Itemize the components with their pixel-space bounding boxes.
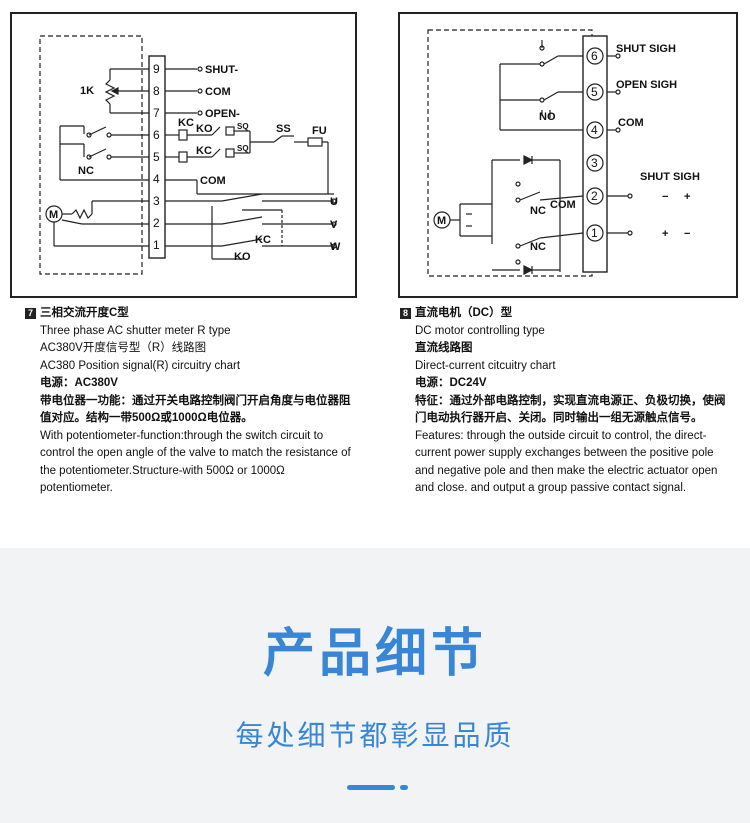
dc-label-nc1: NC <box>530 205 546 217</box>
ac-heading-text: 三相交流开度C型 <box>40 307 129 319</box>
ac-label-com-mid: COM <box>200 175 226 187</box>
dc-label-motor: M <box>437 215 446 227</box>
ac-terminal-6: 6 <box>153 128 160 142</box>
dc-label-no: NO <box>539 111 556 123</box>
dc-polarity-2-plus: + <box>684 191 690 203</box>
dc-label-nc2: NC <box>530 241 546 253</box>
dc-polarity-1-plus: + <box>662 228 668 240</box>
ac-label-kc-low: KC <box>255 234 271 246</box>
banner-title: 产品细节 <box>262 624 487 684</box>
dc-wiring-panel: 6 5 4 3 2 1 <box>398 12 738 298</box>
dc-terminal-5: 5 <box>591 85 598 99</box>
ac-terminal-8: 8 <box>153 84 160 98</box>
ac-terminal-4: 4 <box>153 172 160 186</box>
dc-terminal-3: 3 <box>591 156 598 170</box>
dc-terminal-1: 1 <box>591 226 598 240</box>
banner-subtitle: 每处细节都彰显品质 <box>235 719 515 752</box>
dc-line-6: Features: through the outside circuit to… <box>415 429 718 495</box>
ac-heading: 7 三相交流开度C型 <box>25 305 355 323</box>
ac-terminal-2: 2 <box>153 216 160 230</box>
dc-heading-text: 直流电机（DC）型 <box>415 307 513 319</box>
dc-terminal-numbers: 6 5 4 3 2 1 <box>591 49 598 240</box>
dc-label-shut-sigh-out: SHUT SIGH <box>640 171 700 183</box>
banner-accent-bar <box>347 785 395 790</box>
product-detail-banner: 产品细节 每处细节都彰显品质 <box>0 548 750 823</box>
spec-sheet: 9 8 7 6 5 4 3 2 1 <box>10 12 738 498</box>
dc-terminal-4: 4 <box>591 123 598 137</box>
ac-line-2: AC380V开度信号型（R）线路图 <box>40 342 207 354</box>
ac-label-sq-a: SQ <box>237 122 249 131</box>
dc-polarity-2-minus: − <box>662 191 668 203</box>
dc-label-open-sigh: OPEN SIGH <box>616 79 677 91</box>
dc-wiring-diagram: 6 5 4 3 2 1 <box>427 29 700 277</box>
dc-terminal-6: 6 <box>591 49 598 63</box>
ac-label-ko-a: KO <box>196 123 213 135</box>
dc-polarity-1-minus: − <box>684 228 690 240</box>
dc-label-com-sw: COM <box>550 199 576 211</box>
ac-line-1: Three phase AC shutter meter R type <box>40 324 231 337</box>
dc-heading: 8 直流电机（DC）型 <box>400 305 733 323</box>
dc-badge: 8 <box>400 308 411 320</box>
ac-label-nc: NC <box>78 165 94 177</box>
ac-line-5: 带电位器一功能：通过开关电路控制阀门开启角度与电位器阻值对应。结构一带500Ω或… <box>40 394 351 425</box>
ac-label-fu: FU <box>312 125 327 137</box>
ac-line-4: 电源：AC380V <box>40 377 118 389</box>
dc-description: 8 直流电机（DC）型 DC motor controlling type 直流… <box>400 305 733 498</box>
dc-line-2: 直流线路图 <box>415 342 473 354</box>
banner-accent-dot <box>400 785 408 790</box>
ac-label-open: OPEN- <box>205 108 240 120</box>
ac-label-shut: SHUT- <box>205 64 238 76</box>
ac-badge: 7 <box>25 308 36 320</box>
ac-terminal-1: 1 <box>153 238 160 252</box>
ac-terminal-numbers: 9 8 7 6 5 4 3 2 1 <box>153 62 160 252</box>
dc-line-3: Direct-current citcuitry chart <box>415 359 556 372</box>
ac-label-sq-b: SQ <box>237 144 249 153</box>
ac-terminal-5: 5 <box>153 150 160 164</box>
ac-label-pot: 1K <box>80 85 94 97</box>
ac-wiring-panel: 9 8 7 6 5 4 3 2 1 <box>10 12 357 298</box>
ac-label-com-top: COM <box>205 86 231 98</box>
ac-phase-w: W <box>330 241 341 253</box>
ac-description: 7 三相交流开度C型 Three phase AC shutter meter … <box>25 305 355 498</box>
ac-phase-u: U <box>330 196 338 208</box>
dc-line-5: 特征：通过外部电路控制，实现直流电源正、负极切换，使阀门电动执行器开启、关闭。同… <box>415 394 726 425</box>
ac-label-motor: M <box>49 209 58 221</box>
ac-terminal-9: 9 <box>153 62 160 76</box>
ac-label-ss: SS <box>276 123 291 135</box>
ac-label-ko-low: KO <box>234 251 251 263</box>
ac-label-kc-a: KC <box>178 117 194 129</box>
ac-label-kc-b: KC <box>196 145 212 157</box>
dc-label-shut-sigh-top: SHUT SIGH <box>616 43 676 55</box>
dc-line-4: 电源：DC24V <box>415 377 487 389</box>
ac-terminal-7: 7 <box>153 106 160 120</box>
ac-phase-v: V <box>330 219 338 231</box>
ac-wiring-diagram: 9 8 7 6 5 4 3 2 1 <box>39 35 341 275</box>
dc-line-1: DC motor controlling type <box>415 324 545 337</box>
dc-terminal-2: 2 <box>591 189 598 203</box>
dc-label-com: COM <box>618 117 644 129</box>
ac-terminal-3: 3 <box>153 194 160 208</box>
ac-line-6: With potentiometer-function:through the … <box>40 429 351 495</box>
ac-line-3: AC380 Position signal(R) circuitry chart <box>40 359 241 372</box>
